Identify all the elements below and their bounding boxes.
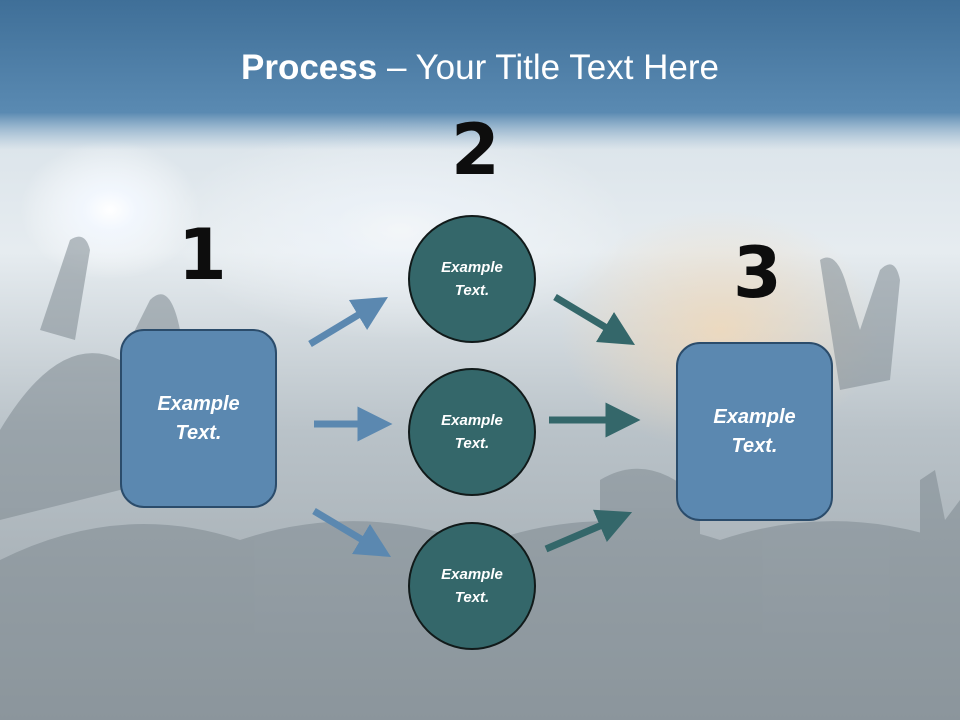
step2-circle-top: Example Text. [408, 215, 536, 343]
title-text: – Your Title Text Here [377, 48, 719, 87]
step3-box-text: Example Text. [713, 405, 796, 457]
title-bold-word: Process [241, 48, 378, 87]
step2-circle-bottom-text: Example Text. [441, 566, 503, 606]
step-number-1: 1 [178, 214, 227, 296]
step-number-3: 3 [733, 232, 782, 314]
step1-box: Example Text. [120, 329, 277, 508]
step2-circle-bottom: Example Text. [408, 522, 536, 650]
step2-circle-top-text: Example Text. [441, 259, 503, 299]
step2-circle-middle-text: Example Text. [441, 412, 503, 452]
step1-box-text: Example Text. [157, 392, 240, 444]
step-number-2: 2 [451, 109, 500, 191]
step2-circle-middle: Example Text. [408, 368, 536, 496]
slide-title: Process – Your Title Text Here [0, 48, 960, 88]
step3-box: Example Text. [676, 342, 833, 521]
